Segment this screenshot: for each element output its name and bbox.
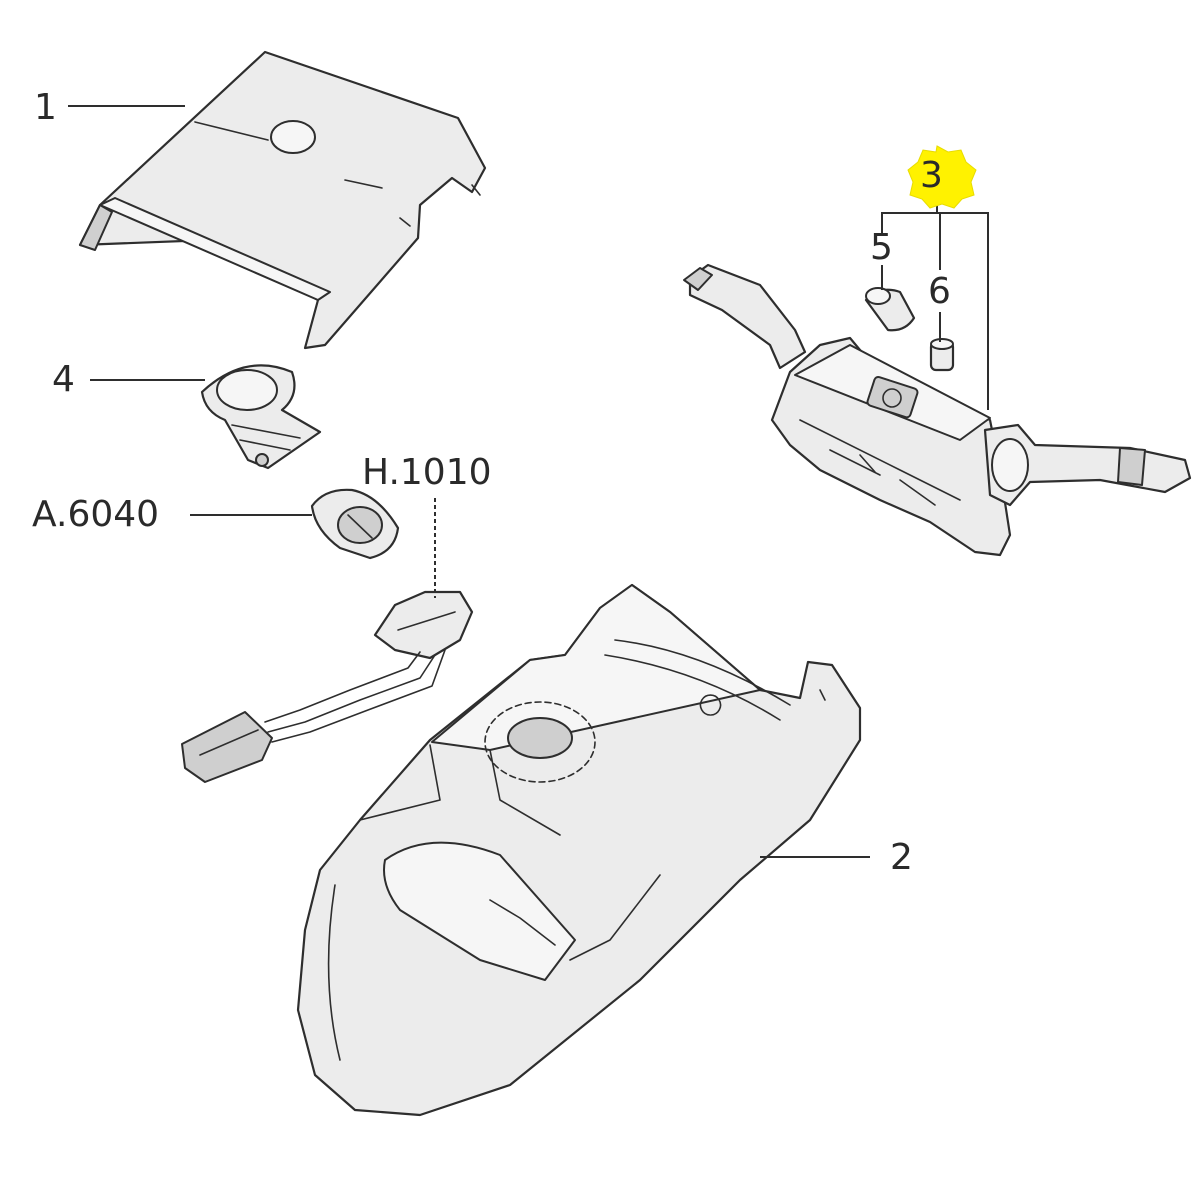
callout-item-3: 3 (920, 155, 943, 196)
callout-item-4: 4 (52, 359, 75, 400)
leader-item-3-bracket (881, 212, 989, 410)
switch-knob-part (864, 287, 916, 332)
callout-item-5: 5 (870, 227, 893, 268)
switch-bushing-part (929, 338, 955, 372)
connector-harness-part (181, 590, 474, 783)
callout-ref-h1010: H.1010 (362, 452, 492, 493)
callout-ref-a6040: A.6040 (32, 494, 160, 535)
upper-shroud-part (78, 50, 487, 350)
lower-shroud-part (296, 583, 862, 1117)
callout-item-6: 6 (928, 271, 951, 312)
callout-item-1: 1 (34, 87, 57, 128)
leader-lines (68, 105, 989, 858)
callout-item-2: 2 (890, 837, 913, 878)
highlight-badge (907, 145, 977, 209)
ignition-bezel-part (200, 364, 322, 470)
lock-cylinder-part (310, 488, 400, 560)
combination-switch-part (683, 263, 1192, 557)
